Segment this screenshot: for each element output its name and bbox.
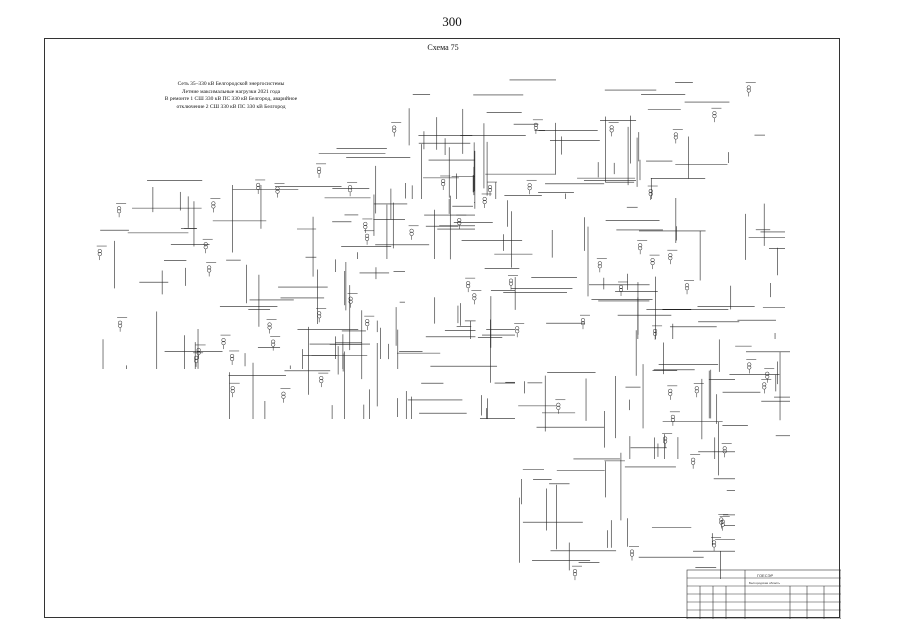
- caption-line-4: отключение 2 СШ 330 кВ ПС 330 кВ Белгоро…: [176, 103, 286, 110]
- single-line-network-diagram: [96, 79, 841, 619]
- caption-line-2: Летние максимальные нагрузки 2021 года: [181, 88, 281, 95]
- page-number: 300: [442, 14, 462, 29]
- title-block-frame: [686, 569, 841, 619]
- diagram-caption: Сеть 35–330 кВ Белгородской энергосистем…: [131, 81, 331, 111]
- scheme-title: Схема 75: [427, 43, 459, 52]
- title-block: ГОЕСЭР Белгородская область: [687, 570, 841, 619]
- caption-line-3: В ремонте 1 СШ 330 кВ ПС 330 кВ Белгород…: [164, 96, 298, 102]
- caption-line-1: Сеть 35–330 кВ Белгородской энергосистем…: [177, 81, 285, 87]
- drawing-sheet: Схема 75 Сеть 35–330 кВ Белгородской эне…: [44, 38, 841, 619]
- title-block-org: ГОЕСЭР: [757, 573, 774, 578]
- title-block-subtitle: Белгородская область: [749, 581, 781, 585]
